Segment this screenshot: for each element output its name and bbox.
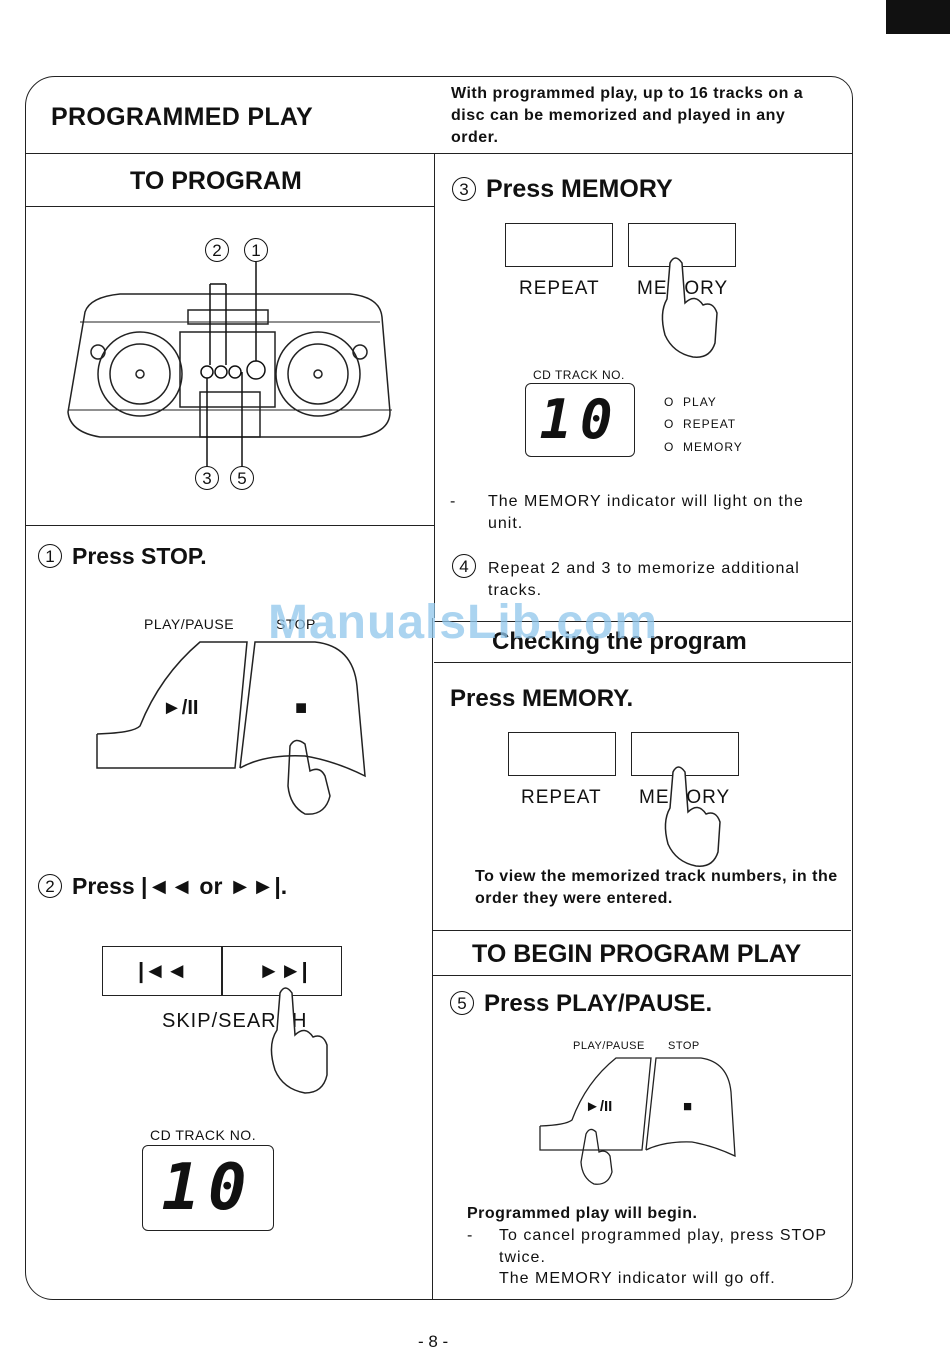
bullet-dash: -	[450, 493, 457, 510]
stop-label-small: STOP	[668, 1040, 700, 1052]
step1-number: 1	[38, 544, 62, 568]
checking-top-divider	[434, 621, 851, 622]
play-pause-label-small: PLAY/PAUSE	[573, 1040, 645, 1052]
step3-number: 3	[452, 177, 476, 201]
play-pause-glyph: ►/II	[162, 697, 199, 719]
memory-off-text: The MEMORY indicator will go off.	[499, 1270, 776, 1287]
play-pause-label: PLAY/PAUSE	[144, 616, 235, 632]
indicator-repeat-label: REPEAT	[683, 417, 737, 431]
indicator-memory-label: MEMORY	[683, 440, 743, 454]
to-program-divider	[25, 206, 434, 207]
memory-light-note: The MEMORY indicator will light on the u…	[488, 493, 804, 532]
step5-number: 5	[450, 991, 474, 1015]
boombox-illustration	[67, 262, 392, 467]
play-pause-glyph-small: ►/II	[585, 1098, 613, 1115]
lcd-digits-left: 10	[161, 1151, 255, 1225]
step5-heading: 5 Press PLAY/PAUSE.	[450, 990, 712, 1018]
stop-glyph-small: ■	[683, 1098, 693, 1115]
step2-text: Press |◄◄ or ►►|.	[72, 873, 288, 899]
lcd-label-right: CD TRACK NO.	[533, 368, 625, 382]
memory-button-2[interactable]	[631, 732, 739, 776]
repeat-label: REPEAT	[519, 278, 600, 299]
indicator-memory: O MEMORY	[664, 440, 743, 454]
play-stop-buttons-drawing-small	[539, 1057, 736, 1185]
indicator-repeat: O REPEAT	[664, 417, 737, 431]
memory-button[interactable]	[628, 223, 736, 267]
header-divider	[25, 153, 853, 154]
callout-3: 3	[195, 466, 219, 490]
stop-glyph: ■	[295, 697, 308, 719]
to-program-title: TO PROGRAM	[130, 167, 302, 195]
pointing-hand	[270, 987, 328, 1094]
repeat-button-2[interactable]	[508, 732, 616, 776]
step5-text: Press PLAY/PAUSE.	[484, 990, 713, 1017]
begin-title: TO BEGIN PROGRAM PLAY	[472, 940, 802, 968]
begin-top-divider	[432, 930, 851, 931]
skip-forward-glyph: ►►|	[258, 958, 308, 983]
step4-number: 4	[452, 554, 476, 578]
skip-forward-button[interactable]	[222, 946, 342, 996]
will-begin-text: Programmed play will begin.	[467, 1205, 698, 1222]
checking-divider	[434, 662, 851, 663]
pointing-hand	[664, 766, 721, 867]
step1-heading: 1 Press STOP.	[38, 543, 207, 570]
step4-text: Repeat 2 and 3 to memorize additional tr…	[488, 560, 800, 599]
column-divider-top	[434, 153, 435, 618]
step2-heading: 2 Press |◄◄ or ►►|.	[38, 873, 287, 900]
callout-1: 1	[244, 238, 268, 262]
lcd-display-left: 10	[142, 1145, 274, 1231]
repeat-button[interactable]	[505, 223, 613, 267]
skip-back-glyph: |◄◄	[138, 958, 188, 983]
lcd-digits-right: 10	[539, 388, 621, 451]
checking-note: To view the memorized track numbers, in …	[475, 868, 838, 907]
pointing-hand	[661, 257, 718, 358]
begin-divider	[432, 975, 851, 976]
checking-press-memory: Press MEMORY.	[450, 685, 634, 712]
indicator-play-label: PLAY	[683, 395, 717, 409]
bullet-dash-2: -	[467, 1227, 474, 1244]
column-divider-bottom	[432, 618, 433, 1300]
cancel-text: To cancel programmed play, press STOP tw…	[499, 1227, 827, 1266]
play-stop-buttons-drawing	[96, 641, 366, 815]
step1-divider	[25, 525, 434, 526]
intro-text: With programmed play, up to 16 tracks on…	[451, 85, 804, 146]
indicator-play: O PLAY	[664, 395, 717, 409]
skip-search-label: SKIP/SEARCH	[162, 1010, 308, 1032]
corner-tab-marker	[886, 0, 950, 34]
callout-2: 2	[205, 238, 229, 262]
page-title: PROGRAMMED PLAY	[51, 103, 313, 131]
stop-label: STOP	[276, 616, 316, 632]
step1-text: Press STOP.	[72, 543, 207, 569]
step2-number: 2	[38, 874, 62, 898]
skip-back-button[interactable]	[102, 946, 222, 996]
repeat-label-2: REPEAT	[521, 787, 602, 808]
step3-text: Press MEMORY	[486, 175, 673, 203]
page-frame	[25, 76, 853, 1300]
lcd-label-left: CD TRACK NO.	[150, 1127, 257, 1143]
step3-heading: 3 Press MEMORY	[452, 175, 673, 204]
page-number: - 8 -	[418, 1332, 449, 1351]
callout-5: 5	[230, 466, 254, 490]
lcd-display-right: 10	[525, 383, 635, 457]
checking-title: Checking the program	[492, 628, 747, 655]
watermark-text: ManualsLib.com	[268, 596, 659, 649]
